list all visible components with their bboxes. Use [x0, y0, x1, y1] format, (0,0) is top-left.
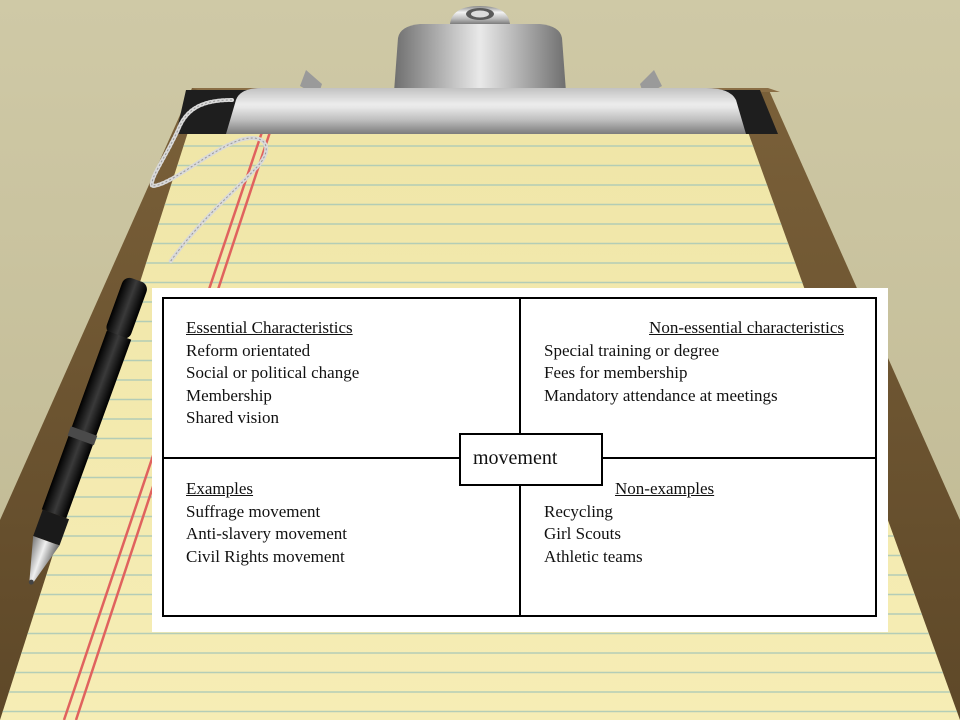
pen-icon — [28, 277, 147, 585]
list-item: Suffrage movement — [186, 501, 321, 521]
quadrant-heading: Examples — [186, 479, 254, 498]
list-item: Mandatory attendance at meetings — [544, 385, 778, 405]
quadrant-heading: Non-examples — [615, 479, 715, 498]
list-item: Civil Rights movement — [186, 546, 345, 566]
examples-quadrant: Examples Suffrage movement Anti-slavery … — [186, 478, 347, 568]
list-item: Girl Scouts — [544, 524, 621, 543]
list-item: Membership — [186, 385, 272, 405]
list-item: Fees for membership — [544, 363, 688, 382]
frayer-model-diagram: Essential Characteristics Reform orienta… — [152, 288, 888, 632]
quadrant-heading: Non-essential characteristics — [649, 318, 844, 337]
bead-chain-icon — [149, 98, 269, 264]
quadrant-heading: Essential Characteristics — [186, 318, 353, 337]
list-item: Special training or degree — [544, 340, 720, 360]
list-item: Athletic teams — [544, 546, 643, 566]
non-examples-quadrant: Non-examples Recycling Girl Scouts Athle… — [544, 478, 844, 568]
essential-characteristics-quadrant: Essential Characteristics Reform orienta… — [186, 317, 359, 430]
center-term-box: movement — [459, 433, 603, 486]
list-item: Anti-slavery movement — [186, 524, 347, 543]
non-essential-characteristics-quadrant: Non-essential characteristics Special tr… — [544, 317, 844, 407]
frayer-grid: Essential Characteristics Reform orienta… — [162, 297, 877, 617]
list-item: Reform orientated — [186, 340, 311, 360]
clipboard-clip-icon — [226, 6, 746, 134]
list-item: Shared vision — [186, 408, 280, 427]
list-item: Recycling — [544, 501, 613, 521]
list-item: Social or political change — [186, 363, 360, 382]
